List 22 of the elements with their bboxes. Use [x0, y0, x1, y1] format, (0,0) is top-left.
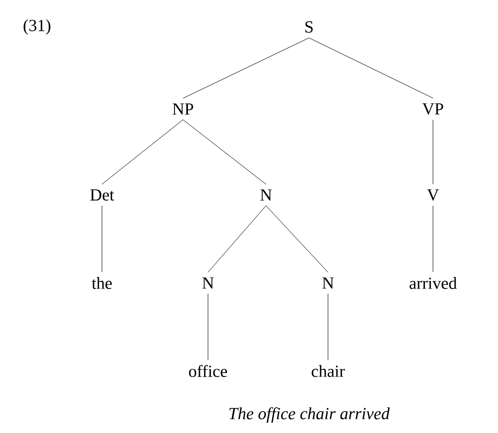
tree-node-label: arrived — [410, 277, 457, 289]
example-number: (31) — [24, 19, 50, 35]
tree-node-label: S — [305, 21, 313, 33]
tree-branch — [432, 206, 434, 272]
tree-node-label: the — [92, 277, 112, 289]
tree-node-label: N — [260, 189, 272, 201]
tree-node-label: NP — [172, 103, 194, 115]
tree-node-label: N — [202, 277, 214, 289]
tree-branch — [308, 38, 434, 98]
tree-branch — [266, 205, 328, 273]
tree-node-label: Det — [90, 189, 114, 201]
tree-node-label: VP — [422, 103, 444, 115]
tree-node-label: chair — [312, 365, 345, 377]
tree-branch — [432, 120, 434, 184]
tree-branch — [102, 119, 184, 184]
tree-node-label: office — [189, 364, 228, 378]
tree-branch — [182, 38, 310, 99]
caption: The office chair arrived — [229, 407, 390, 423]
tree-branch — [208, 205, 266, 273]
tree-node-label: N — [322, 277, 334, 289]
tree-node-label: V — [427, 189, 439, 201]
tree-branch — [182, 119, 266, 185]
